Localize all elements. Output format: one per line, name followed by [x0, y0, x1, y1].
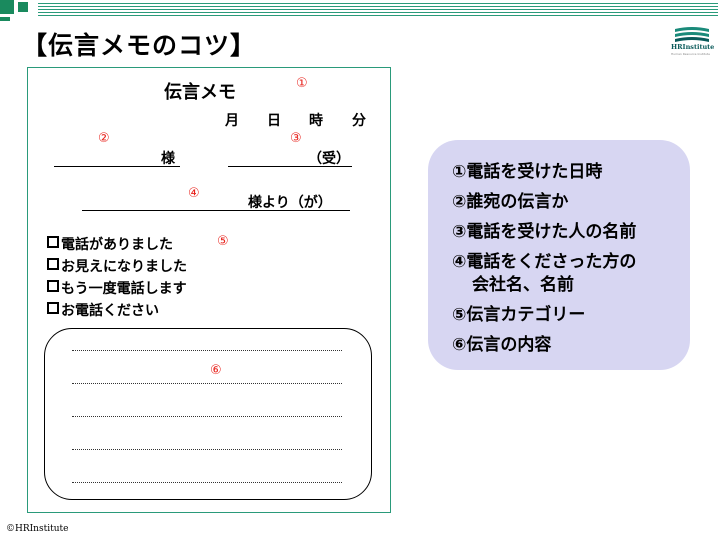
memo-form — [27, 67, 391, 513]
date-hour-label: 時 — [309, 113, 323, 129]
marker-4: ④ — [188, 186, 200, 201]
message-line — [72, 383, 342, 384]
header-square-large — [0, 0, 14, 14]
tips-panel — [428, 140, 690, 370]
check-item-please-call: お電話ください — [47, 300, 159, 320]
tip-item-5: ⑤伝言カテゴリー — [452, 305, 586, 325]
memo-heading: 伝言メモ — [164, 82, 236, 103]
message-box — [44, 328, 372, 500]
date-month-label: 月 — [225, 113, 239, 129]
header-square-bottom — [0, 17, 10, 21]
tip-item-4: ④電話をくださった方の — [452, 252, 637, 272]
check-item-will-call-again: もう一度電話します — [47, 278, 187, 298]
tip-item-6: ⑥伝言の内容 — [452, 335, 552, 355]
recipient-suffix: 様 — [161, 151, 175, 167]
checkbox-icon — [47, 236, 59, 248]
company-logo-icon — [675, 27, 709, 42]
checkbox-icon — [47, 280, 59, 292]
receiver-suffix: （受） — [308, 151, 350, 167]
page-title: 【伝言メモのコツ】 — [22, 31, 257, 60]
receiver-line — [228, 166, 352, 167]
message-line — [72, 350, 342, 351]
logo-subtext: Human Resource Institute — [671, 52, 710, 56]
check-label: もう一度電話します — [61, 281, 187, 297]
check-label: 電話がありました — [61, 237, 173, 253]
tip-item-1: ①電話を受けた日時 — [452, 162, 603, 182]
check-label: お見えになりました — [61, 259, 187, 275]
tip-item-2: ②誰宛の伝言か — [452, 192, 569, 212]
caller-line — [82, 210, 350, 211]
header-stripes — [38, 3, 718, 17]
message-line — [72, 416, 342, 417]
checkbox-icon — [47, 302, 59, 314]
checkbox-icon — [47, 258, 59, 270]
header-square-small — [18, 2, 28, 12]
check-item-visited: お見えになりました — [47, 256, 187, 276]
marker-3: ③ — [290, 131, 302, 146]
marker-5: ⑤ — [217, 234, 229, 249]
recipient-line — [54, 166, 180, 167]
tip-item-4-continued: 会社名、名前 — [472, 275, 574, 295]
check-item-called: 電話がありました — [47, 234, 173, 254]
message-line — [72, 449, 342, 450]
tip-item-3: ③電話を受けた人の名前 — [452, 222, 637, 242]
copyright: ©HRInstitute — [6, 524, 69, 534]
marker-2: ② — [98, 131, 110, 146]
marker-6: ⑥ — [210, 363, 222, 378]
date-day-label: 日 — [267, 113, 281, 129]
marker-1: ① — [296, 76, 308, 91]
check-label: お電話ください — [61, 303, 159, 319]
date-minute-label: 分 — [352, 113, 366, 129]
logo-text: HRInstitute — [671, 43, 715, 51]
message-line — [72, 482, 342, 483]
caller-suffix: 様より（が） — [248, 195, 332, 211]
